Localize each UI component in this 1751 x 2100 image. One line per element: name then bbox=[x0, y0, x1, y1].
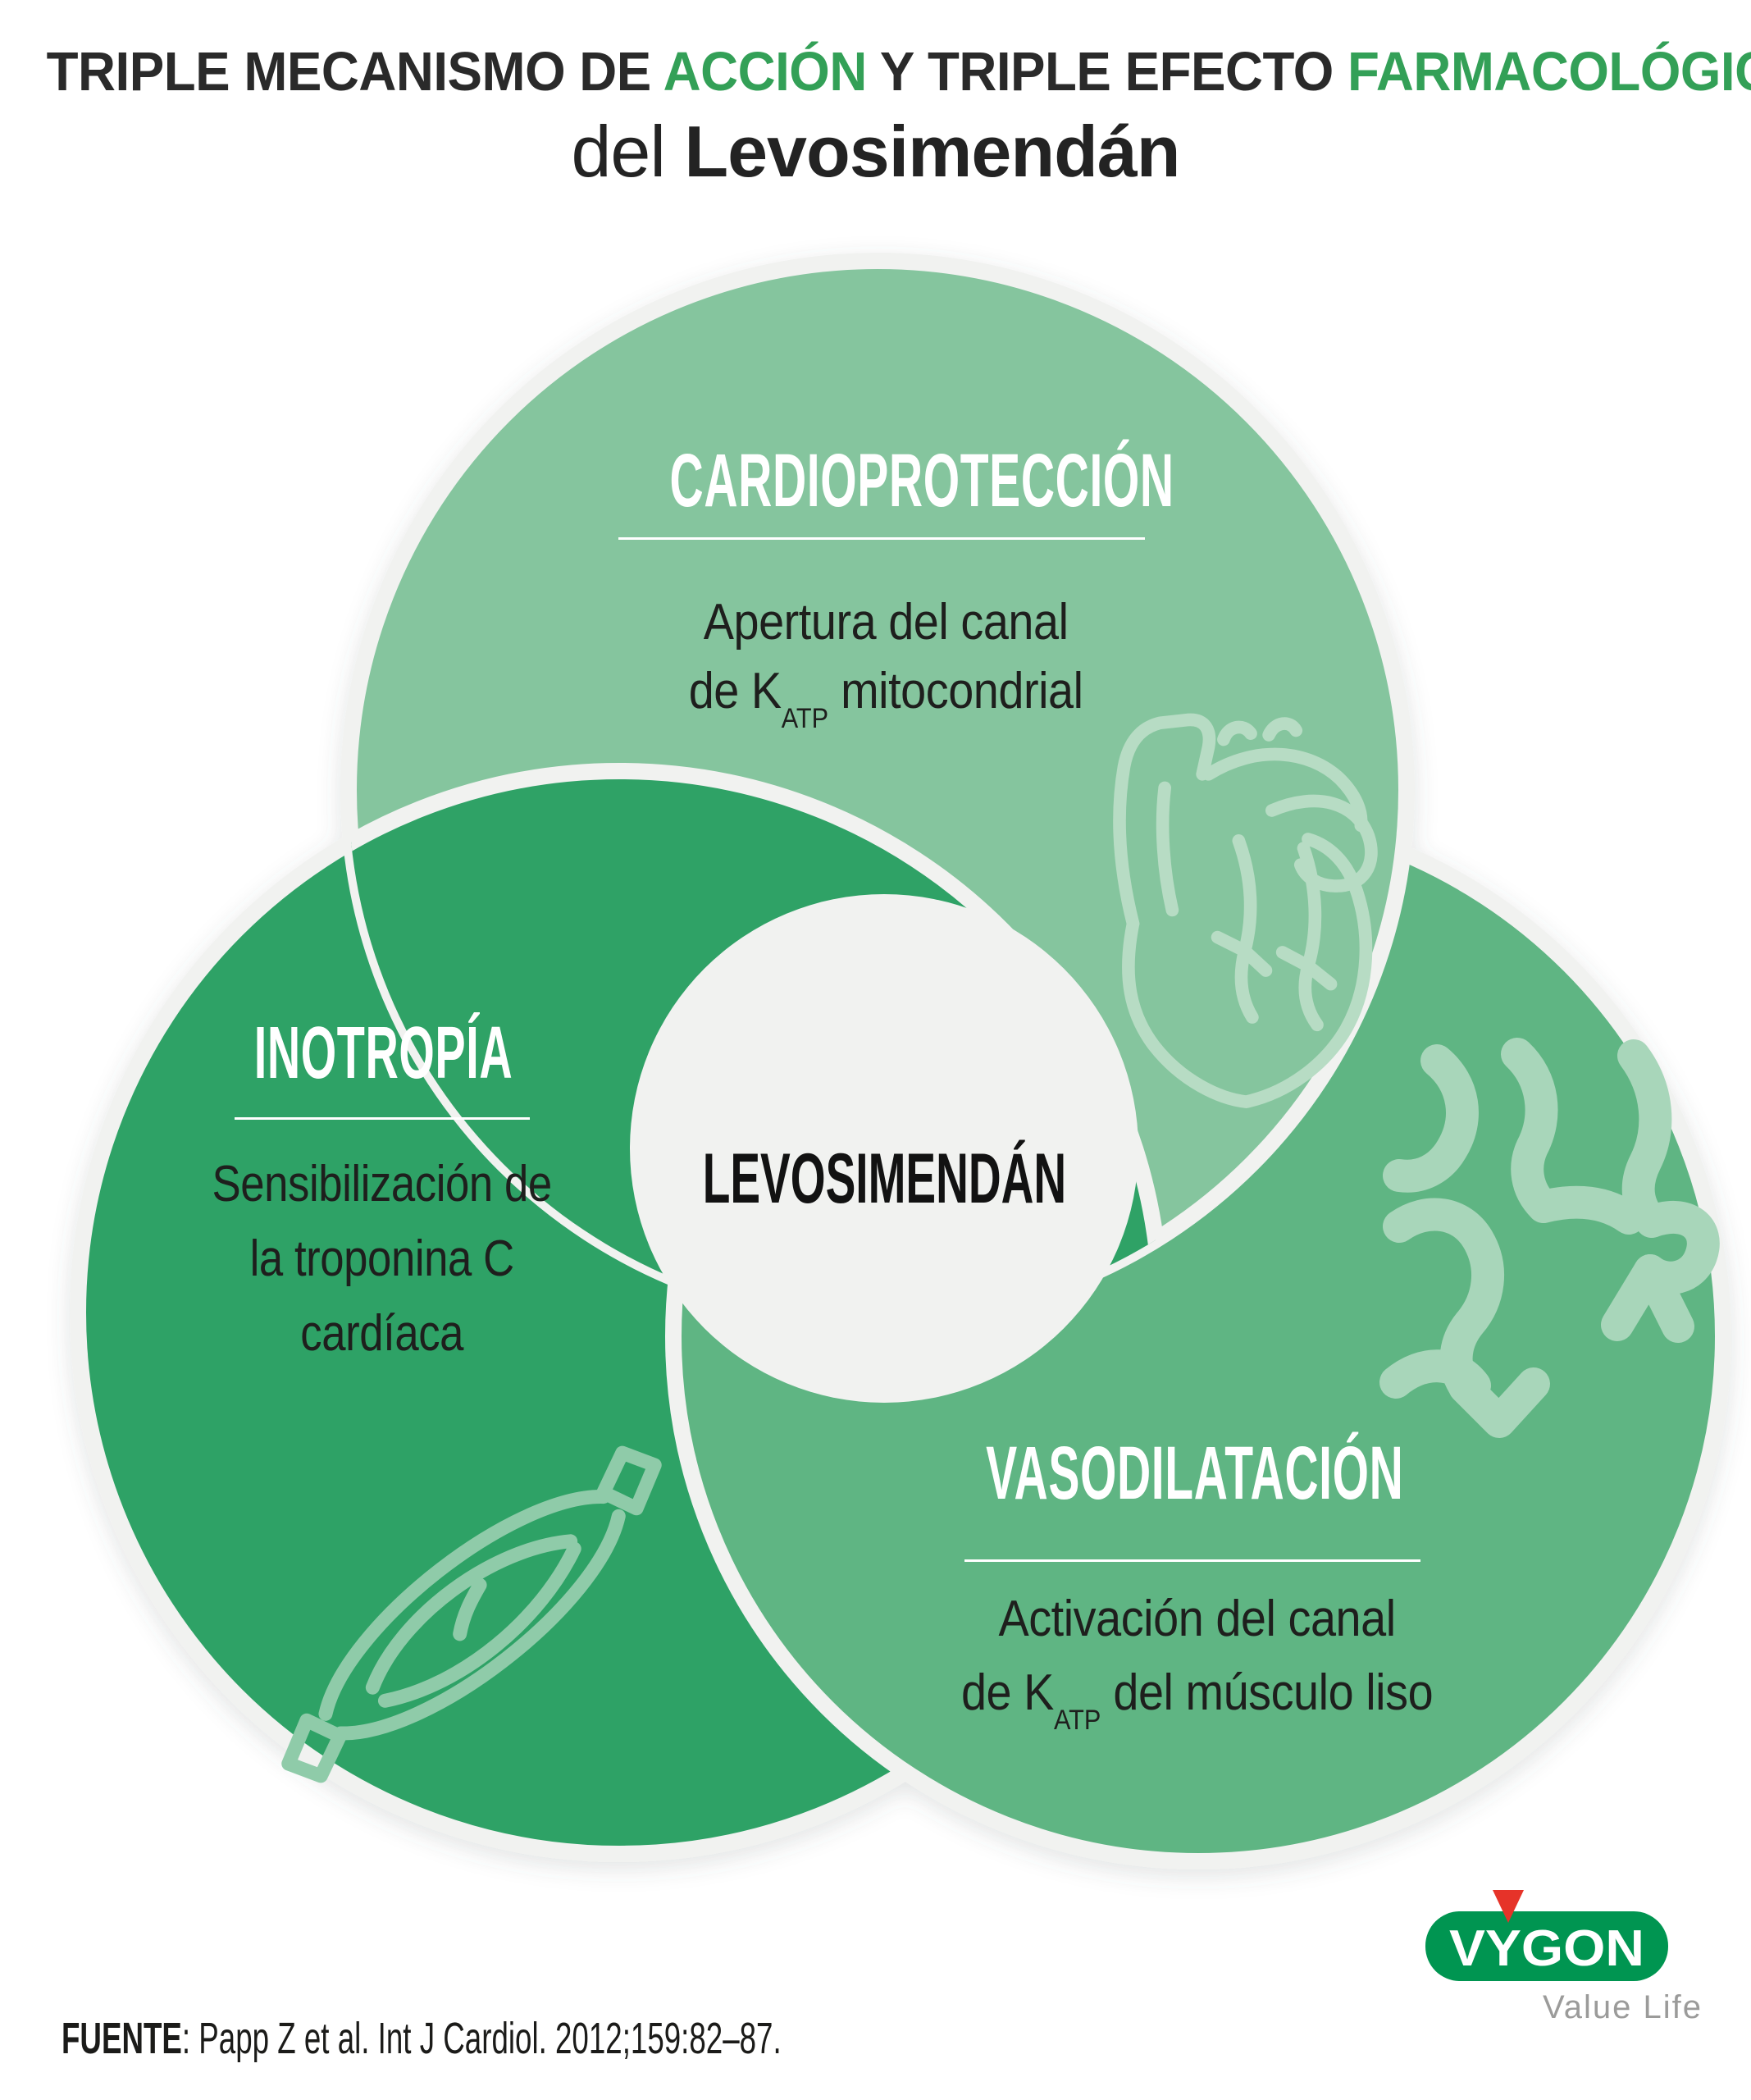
vygon-triangle-icon bbox=[1493, 1890, 1524, 1923]
vygon-tagline: Value Life bbox=[1543, 1989, 1703, 2025]
heading-cardioproteccion: CARDIOPROTECCIÓN bbox=[669, 439, 1174, 523]
main-title-line2: del Levosimendán bbox=[0, 116, 1751, 188]
muscle-fiber-icon bbox=[281, 1445, 662, 1783]
text-vasodilatacion: Activación del canal de KATP del músculo… bbox=[828, 1582, 1566, 1748]
title-accent: ACCIÓN bbox=[663, 41, 868, 103]
text-inotropia: Sensibilización de la troponina C cardía… bbox=[13, 1147, 751, 1371]
text-line: cardíaca bbox=[300, 1305, 464, 1362]
center-disc bbox=[630, 894, 1138, 1403]
text-line: Activación del canal bbox=[998, 1591, 1397, 1647]
vygon-pill bbox=[1425, 1911, 1668, 1981]
source-text: : Papp Z et al. Int J Cardiol. 2012;159:… bbox=[181, 2014, 782, 2063]
vygon-brand: VYGON bbox=[1449, 1920, 1644, 1977]
heart-outline-icon bbox=[1113, 713, 1378, 1108]
title-del: del bbox=[571, 111, 685, 192]
main-title-line1: TRIPLE MECANISMO DE ACCIÓN Y TRIPLE EFEC… bbox=[0, 44, 1751, 99]
heading-inotropia: INOTROPÍA bbox=[254, 1012, 513, 1094]
title-segment: Y TRIPLE EFECTO bbox=[866, 41, 1347, 103]
source-label: FUENTE bbox=[62, 2014, 182, 2063]
underline-vasodilatacion bbox=[964, 1559, 1420, 1562]
source-citation: FUENTE: Papp Z et al. Int J Cardiol. 201… bbox=[62, 2016, 1120, 2061]
vygon-logo: VYGON Value Life bbox=[1425, 1890, 1703, 2025]
text-line: Apertura del canal bbox=[703, 594, 1069, 651]
title-segment: TRIPLE MECANISMO DE bbox=[46, 41, 663, 103]
text-cardioproteccion: Apertura del canal de KATP mitocondrial bbox=[517, 588, 1255, 744]
title-accent: FARMACOLÓGICO bbox=[1347, 41, 1751, 103]
center-drug-label: LEVOSIMENDÁN bbox=[702, 1139, 1066, 1218]
text-line: la troponina C bbox=[249, 1230, 515, 1287]
heading-vasodilatacion: VASODILATACIÓN bbox=[986, 1431, 1404, 1515]
title-drug-name: Levosimendán bbox=[684, 111, 1180, 192]
text-line: Sensibilización de bbox=[212, 1156, 553, 1212]
text-line: de KATP del músculo liso bbox=[961, 1664, 1434, 1736]
underline-inotropia bbox=[235, 1117, 530, 1120]
text-line: de KATP mitocondrial bbox=[688, 663, 1083, 734]
underline-cardioproteccion bbox=[618, 537, 1145, 540]
blood-vessels-icon bbox=[1379, 1038, 1720, 1438]
